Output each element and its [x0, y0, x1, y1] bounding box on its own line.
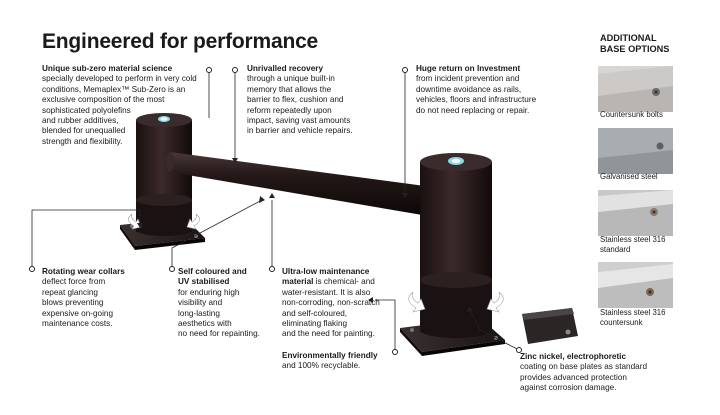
- feature-line: deflect force from: [42, 277, 106, 287]
- feature-line: and 100% recyclable.: [282, 361, 361, 371]
- feature-line: from incident prevention and: [416, 74, 520, 84]
- callout-point-maintenance: [269, 266, 275, 272]
- callout-point-collars: [29, 266, 35, 272]
- feature-line: conditions, Memaplex™ Sub-Zero is an: [42, 84, 186, 94]
- base-options-heading: ADDITIONAL BASE OPTIONS: [600, 33, 669, 55]
- feature-line: specially developed to perform in very c…: [42, 74, 197, 84]
- feature-line: provides advanced protection: [520, 372, 627, 382]
- feature-line: maintenance costs.: [42, 319, 113, 329]
- base-option-image: [598, 66, 673, 112]
- base-options-heading-line: BASE OPTIONS: [600, 44, 670, 54]
- feature-zinc: Zinc nickel, electrophoretic coating on …: [520, 352, 680, 394]
- callout-point-return: [402, 67, 408, 73]
- feature-line: reform repeatedly upon: [247, 105, 332, 115]
- feature-eco: Environmentally friendly and 100% recycl…: [282, 351, 402, 372]
- rail: [166, 152, 440, 218]
- callout-point-material: [206, 67, 212, 73]
- feature-line: blended for unequalled: [42, 126, 126, 136]
- feature-heading: Unique sub-zero material science: [42, 64, 173, 73]
- feature-line: and rubber additives,: [42, 116, 119, 126]
- feature-material: Unique sub-zero material science special…: [42, 64, 212, 147]
- feature-line: coating on base plates as standard: [520, 362, 647, 372]
- feature-line: strength and flexibility.: [42, 136, 123, 146]
- feature-line: against corrosion damage.: [520, 383, 617, 393]
- feature-line: memory that allows the: [247, 84, 332, 94]
- base-option-image: [598, 190, 673, 236]
- feature-line: vehicles, floors and infrastructure: [416, 95, 537, 105]
- base-option-image: [598, 262, 673, 308]
- zinc-plate-image: [520, 306, 580, 346]
- feature-return: Huge return on Investment from incident …: [416, 64, 576, 116]
- callout-point-uv: [169, 266, 175, 272]
- callout-point-recovery: [232, 67, 238, 73]
- feature-line-mixed: material is chemical- and: [282, 277, 402, 287]
- barrier-illustration: [120, 113, 505, 356]
- feature-line: exclusive composition of the most: [42, 95, 165, 105]
- feature-line: expensive on-going: [42, 308, 114, 318]
- feature-line: downtime avoidance as rails,: [416, 84, 522, 94]
- feature-collars: Rotating wear collars deflect force from…: [42, 267, 152, 329]
- feature-uv: Self coloured and UV stabilised for endu…: [178, 267, 278, 340]
- page-title: Engineered for performance: [42, 30, 319, 53]
- base-option-label-line: Galvanised steel: [600, 172, 658, 181]
- base-option-label: Stainless steel 316 countersunk: [600, 308, 700, 327]
- feature-line: sophisticated polyolefins: [42, 105, 131, 115]
- feature-line: through a unique built-in: [247, 74, 335, 84]
- feature-heading: Rotating wear collars: [42, 267, 125, 276]
- feature-line: barrier to flex, cushion and: [247, 95, 344, 105]
- feature-line: visibility and: [178, 298, 223, 308]
- feature-heading: Zinc nickel, electrophoretic: [520, 352, 627, 361]
- base-option-label: Stainless steel 316 standard: [600, 235, 700, 254]
- feature-line: blows preventing: [42, 298, 104, 308]
- feature-line: for enduring high: [178, 287, 240, 297]
- rotation-arrow-right: [408, 291, 504, 313]
- feature-line: non-corroding, non-scratch: [282, 298, 380, 308]
- feature-line: aesthetics with: [178, 319, 232, 329]
- feature-maintenance: Ultra-low maintenance material is chemic…: [282, 267, 402, 340]
- feature-line: water-resistant. It is also: [282, 287, 371, 297]
- base-option-label: Countersunk bolts: [600, 110, 700, 120]
- base-option-label-line: countersunk: [600, 317, 643, 327]
- feature-heading: Ultra-low maintenance: [282, 267, 370, 276]
- rotation-arrow-left: [128, 213, 200, 230]
- feature-line: and the need for painting.: [282, 329, 375, 339]
- base-option-image: [598, 128, 673, 174]
- right-post: [420, 153, 492, 338]
- feature-line: is chemical- and: [313, 277, 375, 287]
- base-option-label-line: standard: [600, 244, 631, 254]
- base-option-label-line: Stainless steel 316: [600, 235, 666, 244]
- left-post: [136, 113, 192, 236]
- base-option-label-line: Stainless steel 316: [600, 308, 666, 317]
- base-option-label-line: Countersunk bolts: [600, 110, 663, 119]
- feature-line: do not need replacing or repair.: [416, 105, 530, 115]
- feature-heading: Huge return on Investment: [416, 64, 521, 73]
- feature-recovery: Unrivalled recovery through a unique bui…: [247, 64, 387, 137]
- feature-line: repeat glancing: [42, 287, 98, 297]
- callout-point-zinc: [516, 347, 522, 353]
- base-options-heading-line: ADDITIONAL: [600, 33, 657, 43]
- feature-line: impact, saving vast amounts: [247, 116, 351, 126]
- feature-heading: material: [282, 277, 314, 287]
- feature-heading: Unrivalled recovery: [247, 64, 324, 73]
- feature-heading: Self coloured and: [178, 267, 247, 276]
- feature-heading: UV stabilised: [178, 277, 230, 287]
- callout-point-eco: [392, 349, 398, 355]
- feature-heading: Environmentally friendly: [282, 351, 378, 360]
- feature-line: and self-coloured,: [282, 308, 348, 318]
- feature-line: eliminating flaking: [282, 319, 348, 329]
- base-option-label: Galvanised steel: [600, 172, 700, 182]
- feature-line: long-lasting: [178, 308, 220, 318]
- feature-line: in barrier and vehicle repairs.: [247, 126, 353, 136]
- feature-line: no need for repainting.: [178, 329, 260, 339]
